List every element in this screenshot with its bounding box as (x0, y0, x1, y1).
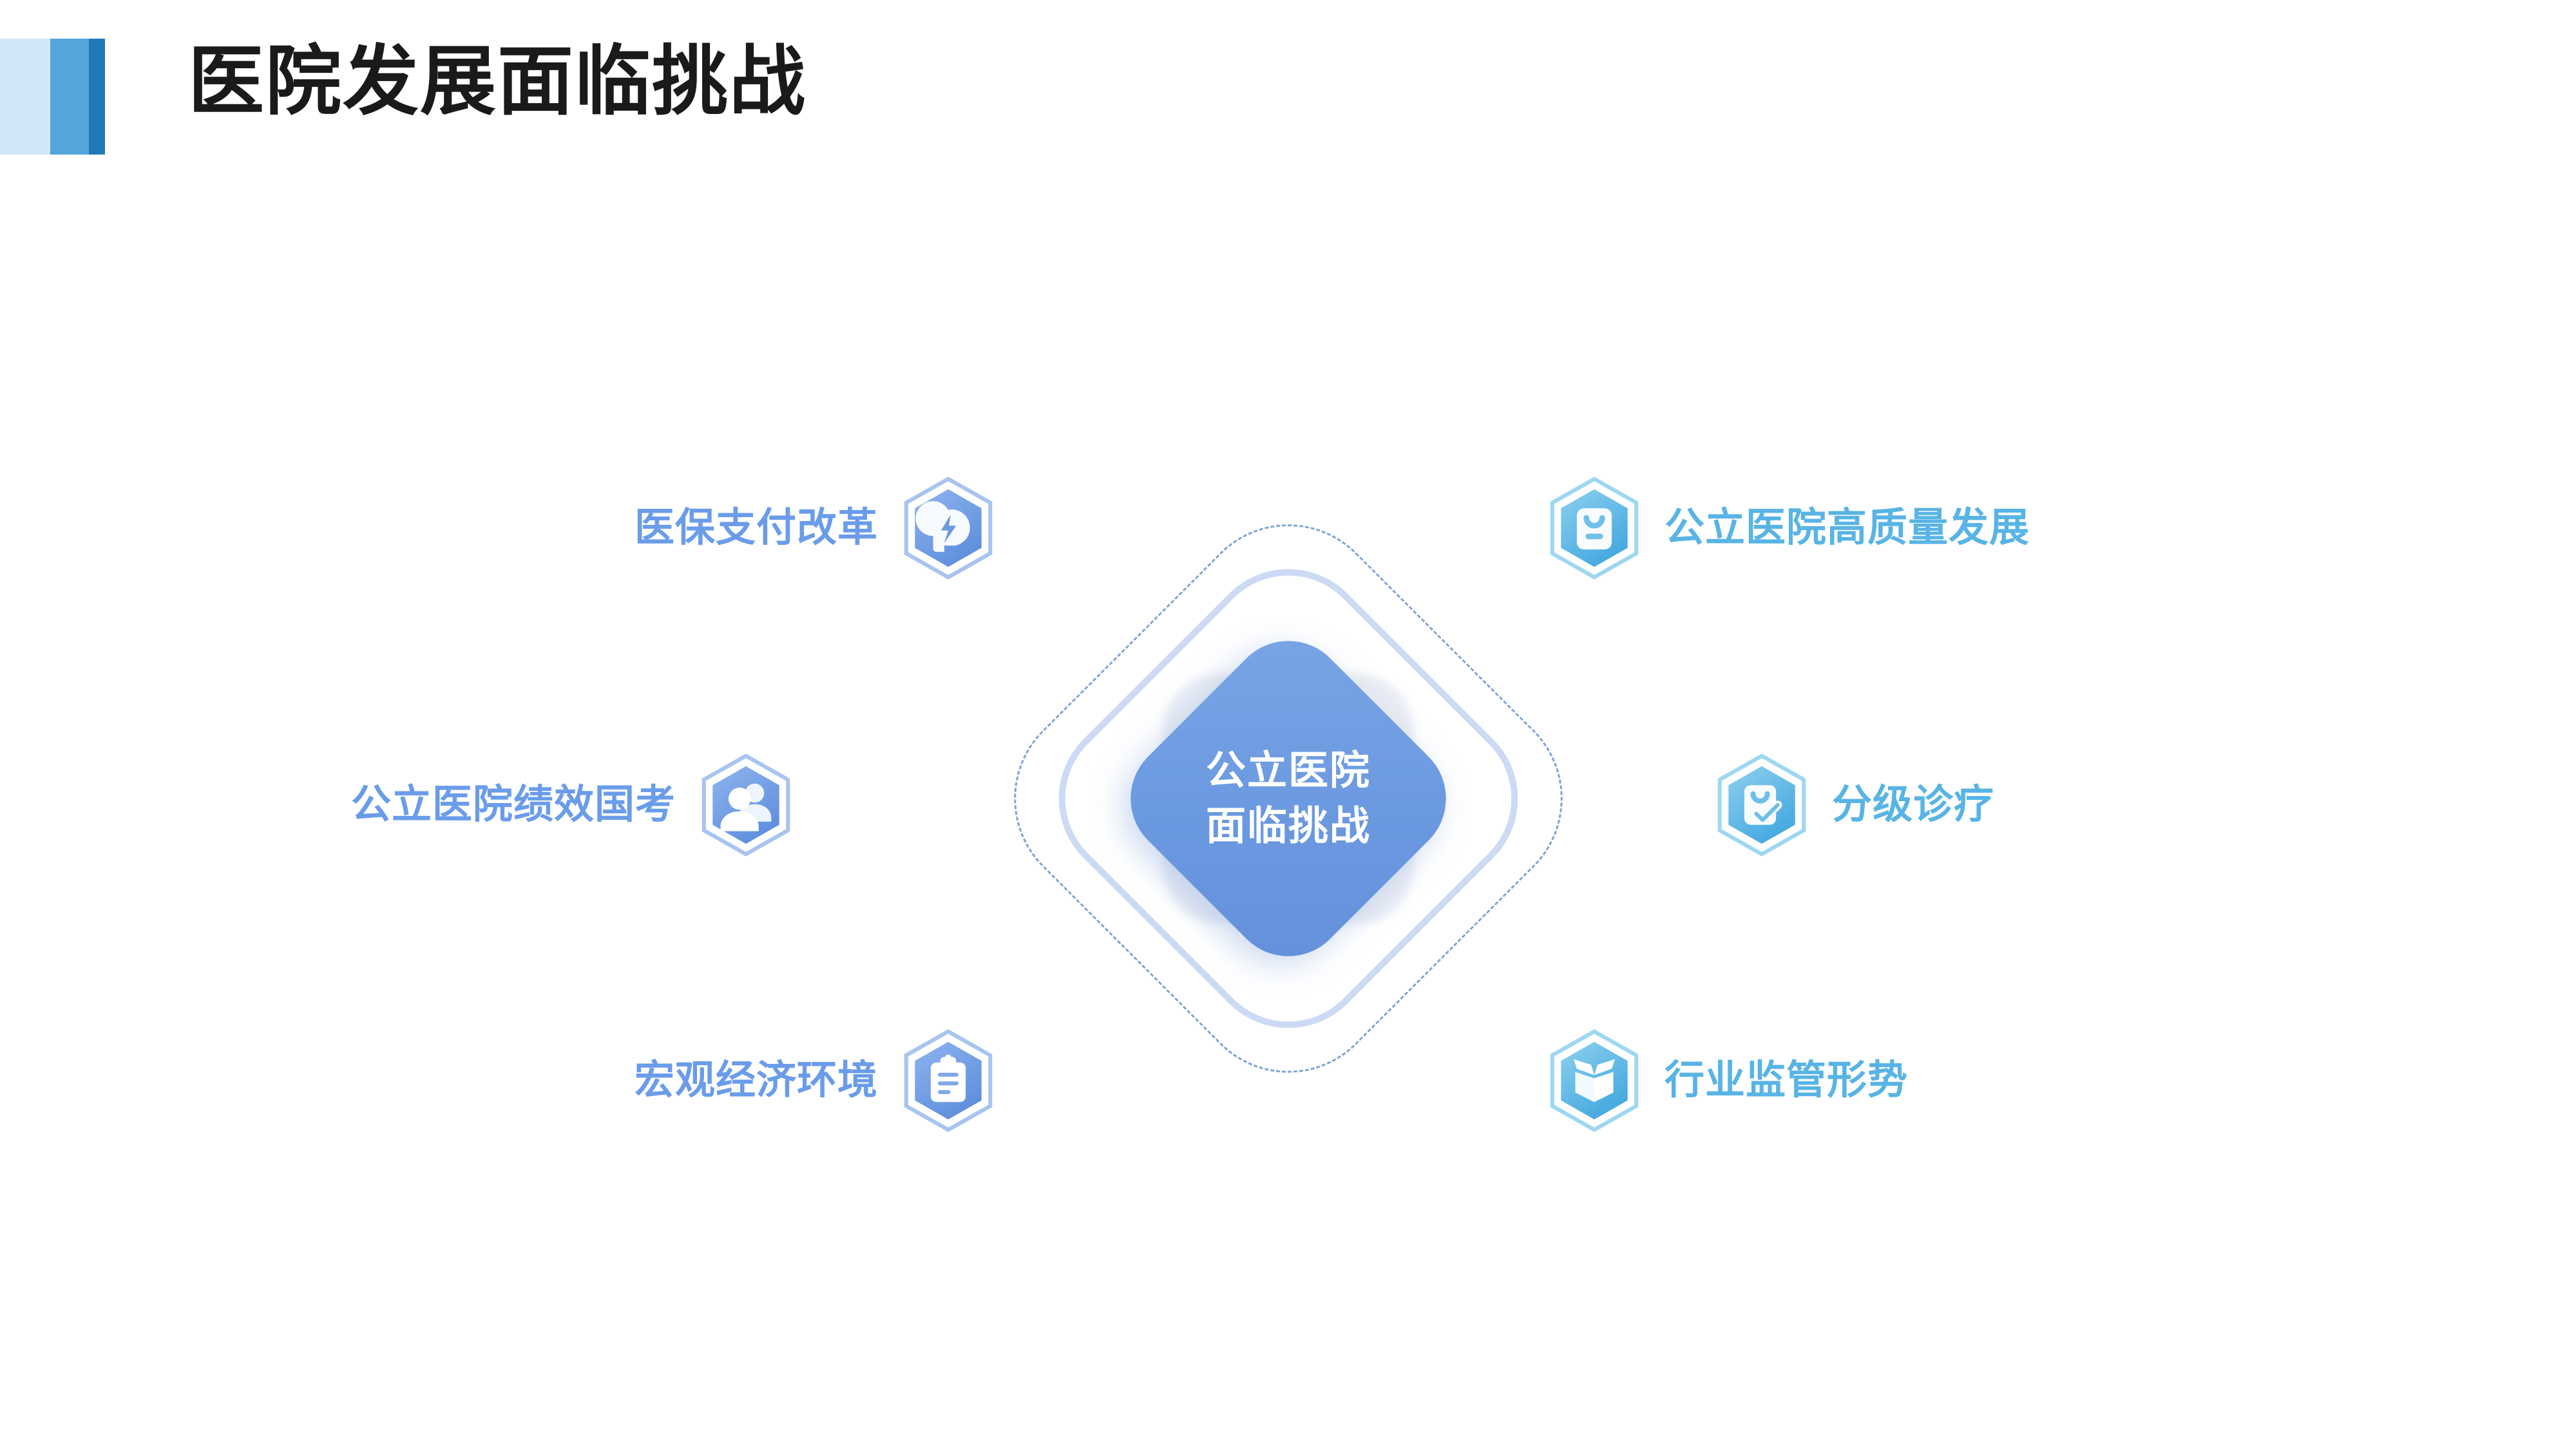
diagram-node-industry-regulatory-situation[interactable]: 行业监管形势 (1546, 1029, 1908, 1132)
page-title: 医院发展面临挑战 (188, 39, 807, 124)
accent-band-medium (50, 39, 89, 155)
open-box-icon (1546, 1029, 1643, 1132)
node-label: 医保支付改革 (634, 506, 879, 550)
diagram-node-macroeconomic-environment[interactable]: 宏观经济环境 (634, 1029, 997, 1132)
node-label: 宏观经济环境 (634, 1058, 879, 1103)
brain-bolt-icon (900, 477, 997, 580)
center-cluster: 公立医院 面临挑战 (966, 477, 1610, 1121)
node-label: 分级诊疗 (1832, 782, 1995, 827)
title-accent-bar (0, 39, 105, 155)
diagram-node-public-hospital-performance-assessment[interactable]: 公立医院绩效国考 (351, 753, 794, 857)
accent-band-dark (89, 39, 105, 155)
clipboard-lines-icon (900, 1029, 997, 1132)
diagram-node-medical-insurance-payment-reform[interactable]: 医保支付改革 (634, 477, 997, 580)
diagram-node-tiered-diagnosis-treatment[interactable]: 分级诊疗 (1713, 753, 1994, 857)
clipboard-icon (1546, 477, 1643, 580)
users-icon (698, 753, 794, 857)
clipboard-check-icon (1713, 753, 1810, 857)
center-label-line-2: 面临挑战 (1205, 804, 1371, 848)
center-label-line-1: 公立医院 (1205, 748, 1371, 793)
node-label: 公立医院绩效国考 (351, 782, 676, 827)
accent-band-light (0, 39, 50, 155)
diagram-node-public-hospital-high-quality-development[interactable]: 公立医院高质量发展 (1546, 477, 2030, 580)
node-label: 行业监管形势 (1665, 1058, 1909, 1103)
center-label: 公立医院 面临挑战 (1206, 743, 1371, 853)
node-label: 公立医院高质量发展 (1665, 506, 2030, 550)
